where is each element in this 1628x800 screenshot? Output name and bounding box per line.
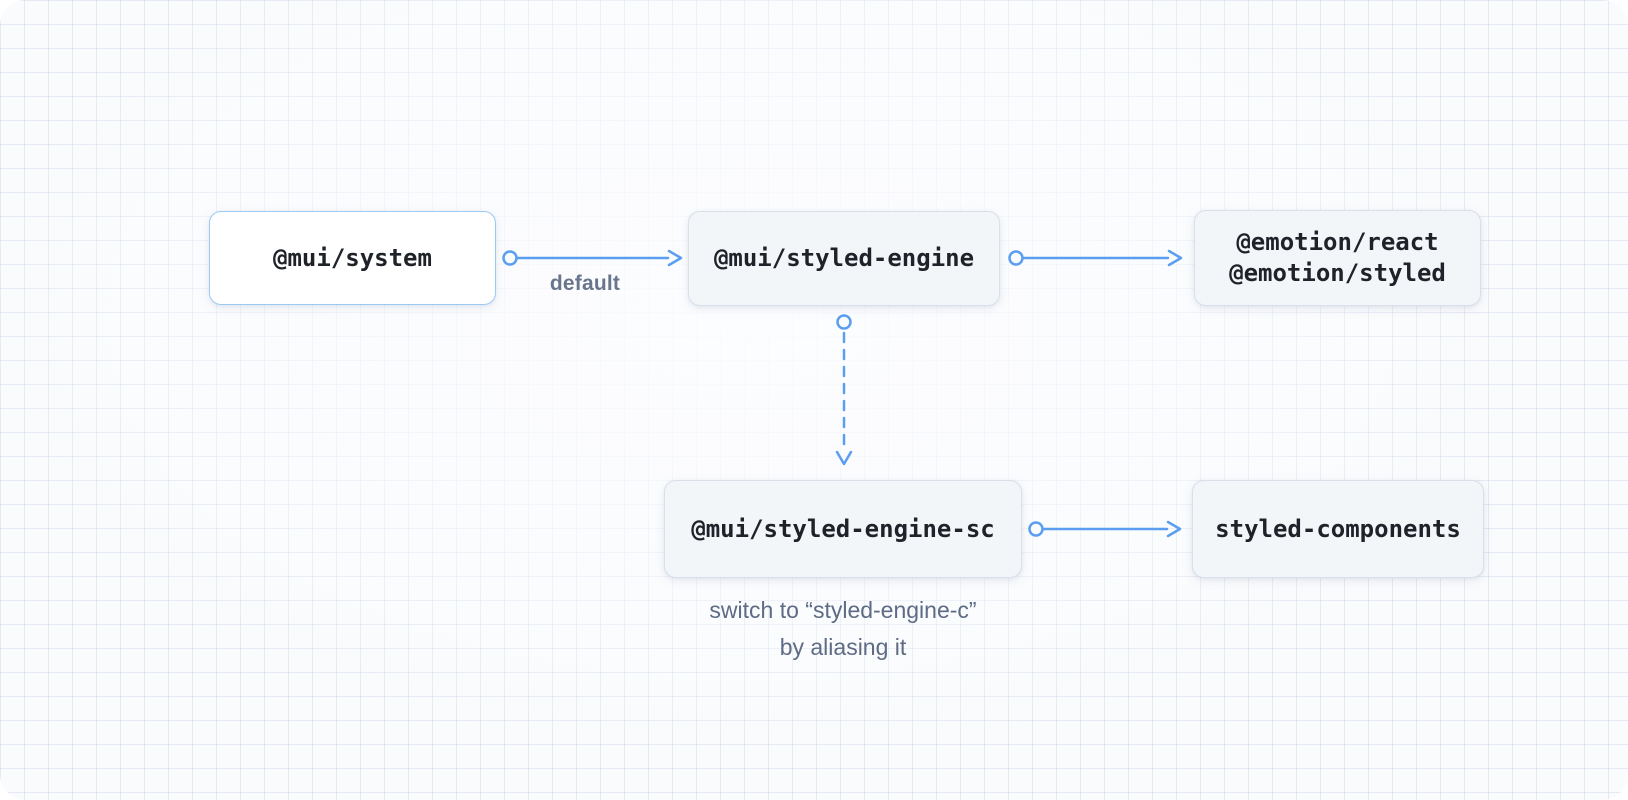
node-label: @mui/styled-engine-sc: [691, 514, 995, 543]
node-label: styled-components: [1215, 514, 1461, 543]
caption-line1: switch to “styled-engine-c”: [709, 597, 977, 623]
arrow-default: [502, 249, 683, 267]
node-mui-styled-engine-sc: @mui/styled-engine-sc: [664, 480, 1022, 578]
node-mui-system: @mui/system: [209, 211, 496, 305]
arrow-tail-dot: [1028, 521, 1044, 537]
node-label-line2: @emotion/styled: [1229, 259, 1446, 287]
node-label: @mui/system: [273, 243, 432, 272]
caption-line2: by aliasing it: [779, 634, 907, 660]
edge-label-default: default: [549, 272, 621, 295]
arrow-tail-dot: [1008, 250, 1024, 266]
node-label: @mui/styled-engine: [713, 244, 975, 272]
arrow-tail-dot: [836, 314, 852, 330]
node-styled-components: styled-components: [1192, 480, 1484, 578]
diagram-caption: switch to “styled-engine-c” by aliasing …: [583, 592, 1103, 666]
arrow-to-styled-components: [1028, 520, 1182, 538]
arrow-to-emotion: [1008, 249, 1183, 267]
node-label-line1: @emotion/react: [1236, 228, 1439, 256]
arrow-tail-dot: [502, 250, 518, 266]
arrow-head-icon: [1166, 520, 1182, 538]
node-emotion: @emotion/react @emotion/styled: [1194, 210, 1481, 306]
arrow-alias-dashed: [835, 314, 853, 466]
arrow-head-icon: [835, 450, 853, 466]
node-mui-styled-engine: @mui/styled-engine: [688, 211, 1000, 306]
arrow-head-icon: [667, 249, 683, 267]
arrow-head-icon: [1167, 249, 1183, 267]
